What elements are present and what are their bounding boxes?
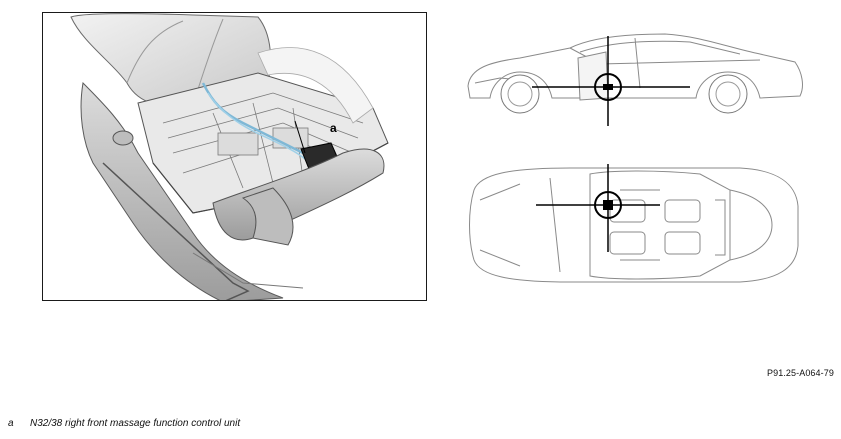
car-side-front-wheel	[500, 74, 540, 114]
legend-text: N32/38 right front massage function cont…	[30, 418, 241, 429]
legend-key: a	[8, 418, 14, 429]
side-view-marker	[603, 84, 613, 90]
side-knob	[112, 130, 134, 146]
seat-illustration-panel: a	[42, 12, 427, 301]
figure-reference-code: P91.25-A064-79	[767, 368, 834, 378]
top-view-marker	[603, 200, 613, 210]
callout-label-a: a	[330, 121, 337, 135]
car-side-rear-wheel	[708, 74, 748, 114]
seat-drawing	[70, 13, 389, 300]
car-side-view	[467, 33, 803, 126]
car-top-body	[469, 167, 799, 283]
car-top-view	[469, 164, 799, 283]
car-side-open-door	[577, 51, 609, 101]
seat-rail-bottom	[192, 252, 304, 289]
car-side-body	[467, 33, 803, 99]
cushion-ghost	[257, 47, 374, 124]
legend-row: a N32/38 right front massage function co…	[8, 418, 240, 429]
seat-rail-left	[102, 162, 250, 300]
